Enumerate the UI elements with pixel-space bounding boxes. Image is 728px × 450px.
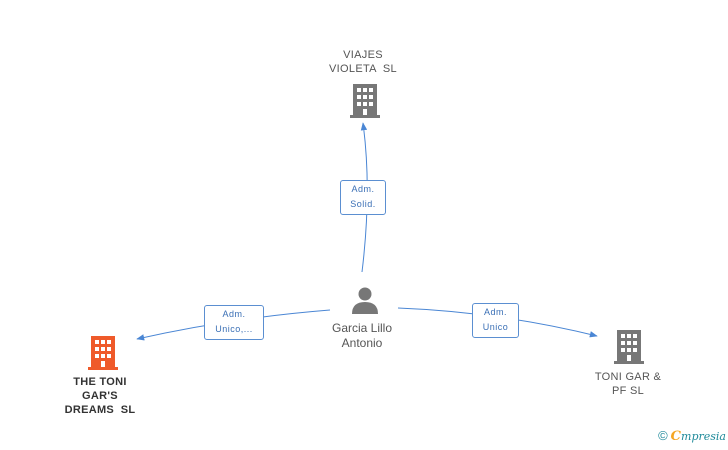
dreams-label[interactable]: THE TONI GAR'S DREAMS SL — [54, 375, 146, 417]
copyright-symbol: © — [658, 428, 668, 443]
edge-badge-viajes[interactable]: Adm. Solid. — [340, 180, 386, 215]
edge-badge-viajes-line-1: Adm. — [351, 184, 375, 194]
brand-logo-e: C — [670, 429, 682, 444]
dreams-label-line-1: THE TONI — [73, 376, 127, 388]
brand-logo: Cmpresia — [670, 429, 726, 444]
edge-badge-pf-line-2: Unico — [482, 322, 509, 332]
edge-badge-pf[interactable]: Adm. Unico — [472, 303, 519, 338]
edge-badge-viajes-line-2: Solid. — [350, 199, 376, 209]
pf-building-icon[interactable] — [614, 330, 644, 364]
pf-label-line-2: PF SL — [611, 385, 645, 397]
edge-badge-pf-line-1: Adm. — [483, 307, 507, 317]
viajes-label-line-1: VIAJES — [343, 49, 383, 61]
person-label-line-2: Antonio — [341, 336, 383, 350]
edge-badge-dreams[interactable]: Adm. Unico,... — [204, 305, 264, 340]
pf-label-line-1: TONI GAR & — [594, 371, 662, 383]
edge-badge-dreams-line-1: Adm. — [222, 309, 246, 319]
person-label-line-1: Garcia Lillo — [331, 321, 393, 335]
empresia-watermark: ©Cmpresia — [658, 428, 726, 444]
brand-logo-text: mpresia — [681, 430, 726, 443]
dreams-label-line-3: DREAMS SL — [64, 404, 136, 416]
person-icon[interactable] — [352, 287, 378, 315]
pf-label[interactable]: TONI GAR & PF SL — [582, 370, 674, 398]
dreams-building-icon[interactable] — [88, 336, 118, 370]
person-label[interactable]: Garcia Lillo Antonio — [312, 321, 412, 351]
viajes-building-icon[interactable] — [350, 84, 380, 118]
edge-badge-dreams-line-2: Unico,... — [215, 324, 253, 334]
viajes-label-line-2: VIOLETA SL — [329, 63, 397, 75]
dreams-label-line-2: GAR'S — [82, 390, 118, 402]
viajes-label[interactable]: VIAJES VIOLETA SL — [318, 48, 408, 76]
